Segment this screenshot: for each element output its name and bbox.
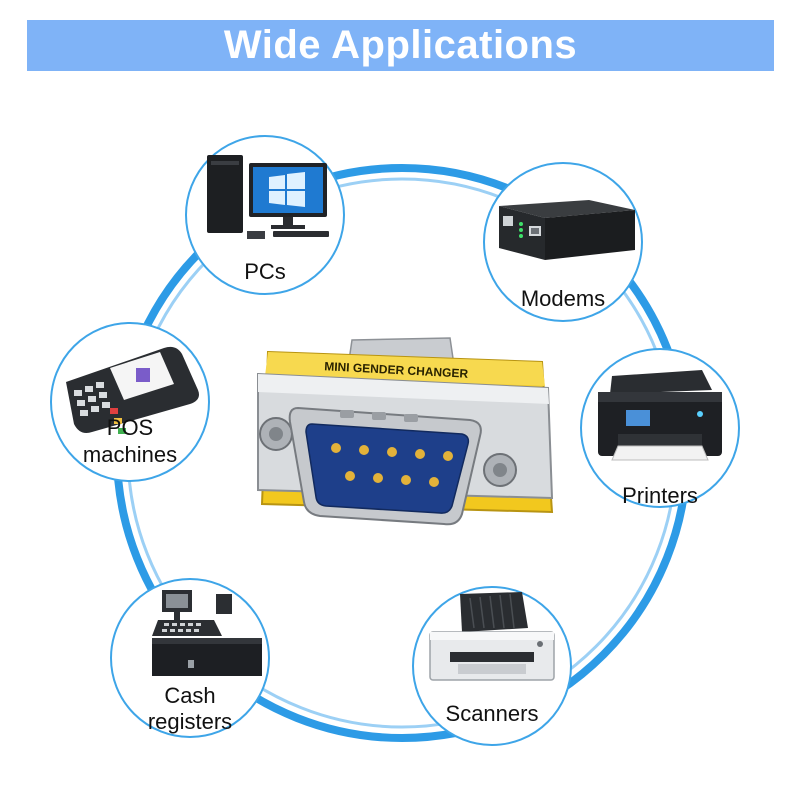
title-banner: Wide Applications [27, 20, 774, 71]
db9-gender-changer-icon [257, 337, 554, 526]
bubble-cash: Cash registers [110, 578, 270, 738]
bubble-modems: Modems [483, 162, 643, 322]
bubble-printers: Printers [580, 348, 740, 508]
cash-register-icon [152, 590, 262, 676]
label-pcs: PCs [244, 259, 286, 284]
pos-terminal-icon [66, 346, 199, 434]
modem-icon [499, 200, 635, 260]
banner-title: Wide Applications [223, 23, 578, 67]
bubble-pcs: PCs [185, 135, 345, 295]
label-pos: POS machines [52, 414, 208, 468]
label-cash-line2: registers [147, 709, 233, 734]
printer-icon [598, 370, 722, 461]
label-cash: Cash registers [112, 683, 268, 735]
bubble-scanners: Scanners [412, 586, 572, 746]
label-pos-line1: POS [106, 415, 154, 440]
desktop-pc-icon [207, 155, 329, 239]
label-pos-line2: machines [82, 442, 178, 467]
label-scanners: Scanners [445, 701, 539, 726]
label-cash-line1: Cash [164, 683, 216, 708]
label-printers: Printers [622, 483, 698, 508]
scanner-icon [429, 592, 555, 681]
label-modems: Modems [520, 286, 606, 311]
bubble-pos: POS machines [50, 322, 210, 482]
